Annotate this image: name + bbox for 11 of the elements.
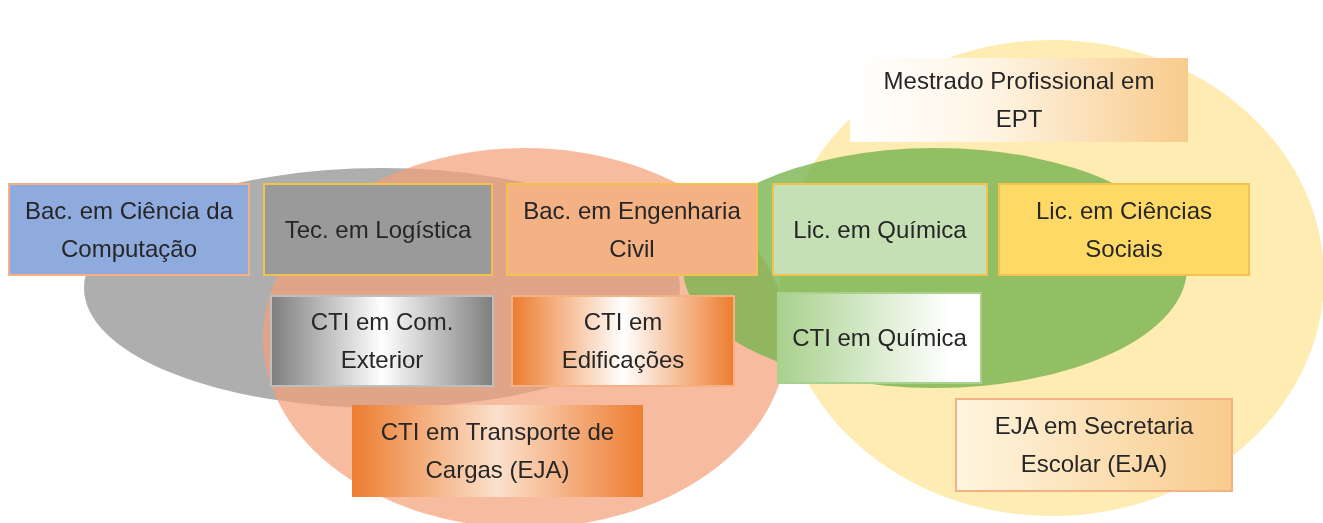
program-box: EJA em Secretaria Escolar (EJA) [955, 398, 1233, 492]
program-box: Lic. em Ciências Sociais [998, 183, 1250, 276]
program-box: CTI em Transporte de Cargas (EJA) [352, 405, 643, 497]
program-box: Tec. em Logística [263, 183, 493, 276]
program-box: CTI em Edificações [511, 295, 735, 387]
program-box: Mestrado Profissional em EPT [850, 58, 1188, 142]
program-box: Lic. em Química [772, 183, 988, 276]
program-box: Bac. em Ciência da Computação [8, 183, 250, 276]
program-box: CTI em Com. Exterior [270, 295, 494, 387]
program-box: CTI em Química [777, 292, 982, 384]
program-box: Bac. em Engenharia Civil [506, 183, 758, 276]
